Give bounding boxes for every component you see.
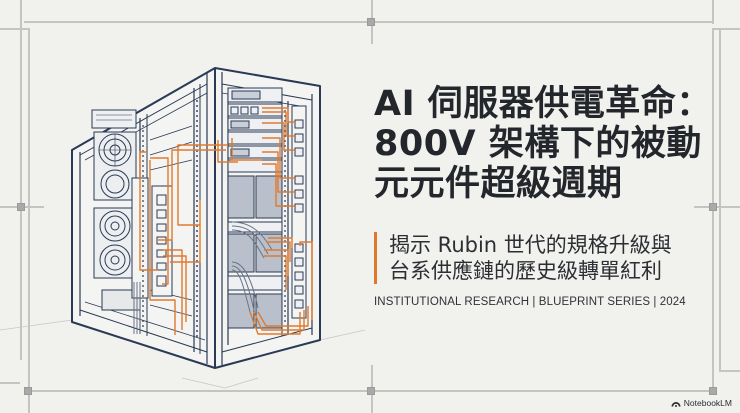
- subtitle-line-1: 揭示 Rubin 世代的規格升級與: [389, 233, 672, 257]
- guide-line-right-tick-2: [719, 370, 740, 372]
- guide-line-left-outer-2: [20, 30, 22, 360]
- title-line-3: 元元件超級週期: [374, 164, 623, 204]
- guide-line-left-outer: [20, 0, 22, 30]
- title-line-1: AI 伺服器供電革命：: [374, 84, 712, 124]
- guide-handle-bottom-center: [367, 387, 375, 395]
- guide-handle-left-mid: [17, 203, 25, 211]
- guide-line-right-tick: [712, 28, 740, 30]
- series-meta: INSTITUTIONAL RESEARCH | BLUEPRINT SERIE…: [374, 296, 686, 308]
- guide-line-right: [712, 0, 714, 24]
- slide-subtitle: 揭示 Rubin 世代的規格升級與 台系供應鏈的歷史級轉單紅利: [374, 232, 672, 284]
- guide-line-left-tick-2: [0, 382, 20, 384]
- notebooklm-watermark: NotebookLM: [671, 398, 732, 408]
- guide-line-left-tick: [0, 28, 28, 30]
- subtitle-line-2: 台系供應鏈的歷史級轉單紅利: [389, 259, 662, 283]
- guide-handle-bottom-left: [24, 387, 32, 395]
- notebooklm-icon: [671, 401, 681, 407]
- title-line-2: 800V 架構下的被動: [374, 124, 702, 164]
- guide-line-right-inner: [719, 30, 721, 370]
- guide-handle-top-center: [367, 18, 375, 26]
- slide-title: AI 伺服器供電革命： 800V 架構下的被動 元元件超級週期: [374, 84, 714, 204]
- watermark-label: NotebookLM: [683, 398, 732, 408]
- guide-line-left: [28, 28, 30, 413]
- guide-line-right-mid: [694, 206, 740, 208]
- guide-handle-bottom-right: [709, 387, 717, 395]
- guide-handle-right-mid: [709, 203, 717, 211]
- server-rack-illustration: [0, 67, 366, 389]
